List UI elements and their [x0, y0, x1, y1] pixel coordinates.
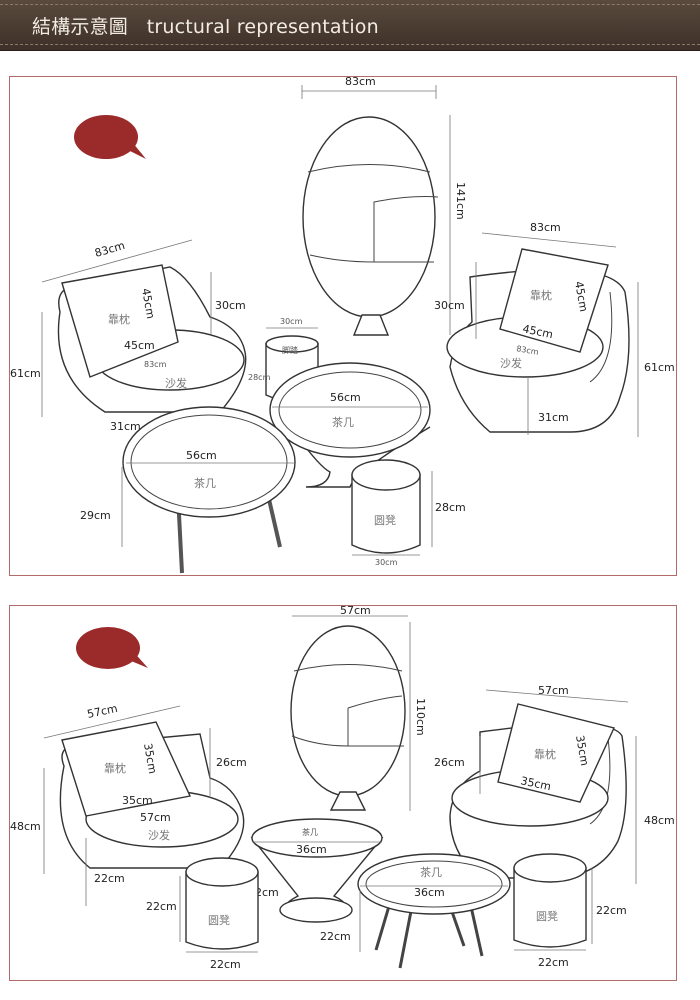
center-table-diameter: 56cm [330, 391, 361, 404]
back-height-small: 26cm [216, 756, 247, 769]
round-stool-large: 圆凳 30cm 28cm [351, 459, 466, 567]
leg-table-small: 茶几 36cm 22cm [320, 853, 511, 969]
back-height: 30cm [215, 299, 246, 312]
left-chair-small: 靠枕 35cm 35cm 57cm 沙发 57cm 26cm 48cm 22cm [10, 702, 247, 906]
chair-label-small: 沙发 [148, 828, 170, 842]
pillow-icon [61, 264, 179, 378]
header-stitch-bottom [0, 44, 700, 45]
pillow-icon [499, 248, 609, 353]
right-stool-width: 22cm [538, 956, 569, 969]
chair-width-small: 57cm [86, 702, 119, 721]
seat-height-small: 22cm [94, 872, 125, 885]
pillow-label-right-small: 靠枕 [534, 747, 556, 761]
leg-table-diameter: 36cm [414, 886, 445, 899]
stool-height: 28cm [435, 501, 466, 514]
left-chair-large: 靠枕 45cm 45cm 沙发 83cm 83cm 30cm 61cm 31cm [10, 239, 247, 433]
seat-depth: 83cm [144, 360, 167, 369]
right-chair-large: 靠枕 45cm 45cm 83cm 沙发 83cm 30cm 61cm 31cm [434, 221, 675, 437]
pillow-height-small: 35cm [141, 742, 159, 775]
cone-table-diameter: 36cm [296, 843, 327, 856]
cone-table-label: 茶几 [302, 827, 318, 837]
pillow-height-right-small: 35cm [573, 734, 591, 767]
right-stool-height: 22cm [596, 904, 627, 917]
chair-label: 沙发 [165, 376, 187, 390]
badge-icon [74, 115, 146, 159]
seat-height-right: 31cm [538, 411, 569, 424]
chair-height-right-small: 48cm [644, 814, 675, 827]
egg-chair-small: 57cm 110cm [290, 606, 427, 811]
stool-width: 30cm [375, 558, 398, 567]
left-stool-width: 22cm [210, 958, 241, 971]
chair-width-right: 83cm [530, 221, 561, 234]
chair-height: 61cm [10, 367, 41, 380]
leg-table-label: 茶几 [420, 866, 442, 879]
egg-height-small: 110cm [414, 698, 427, 736]
pillow-height: 45cm [139, 287, 157, 320]
right-chair-small: 靠枕 35cm 35cm 57cm 26cm 48cm [434, 684, 675, 884]
badge-icon [76, 627, 148, 669]
seat-height: 31cm [110, 420, 141, 433]
small-set-panel: 57cm 110cm 靠枕 35cm 35cm 57cm 沙发 57cm 26c… [9, 605, 677, 981]
left-stool-small: 圆凳 22cm 22cm [146, 857, 259, 971]
pillow-width-small: 35cm [122, 794, 153, 807]
front-table-diameter: 56cm [186, 449, 217, 462]
right-stool-label: 圆凳 [536, 909, 558, 923]
small-set-diagram: 57cm 110cm 靠枕 35cm 35cm 57cm 沙发 57cm 26c… [10, 606, 675, 971]
pillow-width-right: 45cm [521, 322, 554, 341]
chair-height-small: 48cm [10, 820, 41, 833]
back-height-right: 30cm [434, 299, 465, 312]
front-table-large: 56cm 茶几 29cm [80, 406, 296, 574]
pillow-width: 45cm [124, 339, 155, 352]
pillow-icon [497, 703, 615, 803]
egg-chair-large: 83cm 141cm [301, 77, 467, 336]
egg-width-large: 83cm [345, 77, 376, 88]
chair-width: 83cm [93, 239, 126, 260]
footstool-label: 脚踏 [282, 345, 298, 355]
egg-height-large: 141cm [454, 182, 467, 220]
pillow-width-right-small: 35cm [519, 774, 552, 793]
stool-label: 圆凳 [374, 513, 396, 527]
large-set-panel: 83cm 141cm 靠枕 45cm 45cm 沙发 83cm 83cm 30c… [9, 76, 677, 576]
front-table-height: 29cm [80, 509, 111, 522]
front-table-label: 茶几 [194, 477, 216, 490]
seat-depth-small: 57cm [140, 811, 171, 824]
egg-width-small: 57cm [340, 606, 371, 617]
footstool-height: 28cm [248, 373, 271, 382]
cone-table-small: 茶几 36cm 22cm [248, 818, 384, 923]
header-bar: 結構示意圖 tructural representation [0, 0, 700, 51]
footstool-width: 30cm [280, 317, 303, 326]
pillow-label-small: 靠枕 [104, 761, 126, 775]
chair-height-right: 61cm [644, 361, 675, 374]
header-stitch-top [0, 4, 700, 5]
chair-width-right-small: 57cm [538, 684, 569, 697]
pillow-icon [61, 721, 192, 817]
seat-depth-right: 83cm [516, 344, 540, 357]
pillow-label: 靠枕 [108, 312, 130, 326]
left-stool-label: 圆凳 [208, 913, 230, 927]
pillow-height-right: 45cm [572, 280, 590, 313]
chair-label-right: 沙发 [500, 356, 522, 370]
page-title: 結構示意圖 tructural representation [32, 16, 379, 38]
center-table-label: 茶几 [332, 416, 354, 429]
pillow-label-right: 靠枕 [530, 288, 552, 302]
left-stool-height: 22cm [146, 900, 177, 913]
back-height-right-small: 26cm [434, 756, 465, 769]
leg-table-height: 22cm [320, 930, 351, 943]
right-stool-small: 圆凳 22cm 22cm [513, 853, 627, 969]
large-set-diagram: 83cm 141cm 靠枕 45cm 45cm 沙发 83cm 83cm 30c… [10, 77, 675, 574]
